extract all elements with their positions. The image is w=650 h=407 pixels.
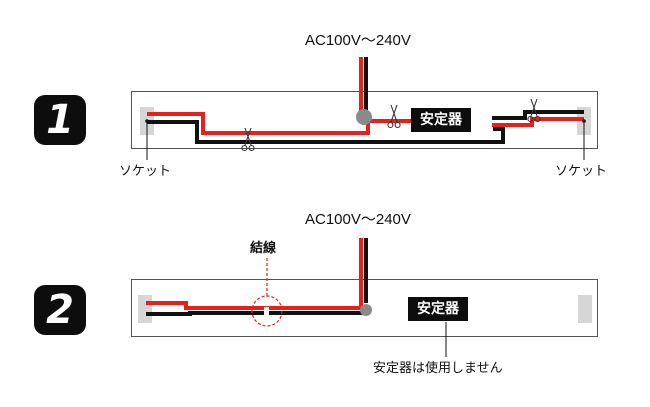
step-2-badge: 2: [34, 285, 86, 335]
ballast-box-2: 安定器: [408, 297, 468, 321]
socket-left-label: ソケット: [119, 164, 172, 179]
right-live-wire-1: [492, 117, 584, 127]
power-label-2: AC100V～240V: [305, 211, 411, 228]
left-neutral-wire-2: [146, 311, 366, 316]
scissors-icon: [387, 104, 401, 129]
ballast-note: 安定器は使用しません: [373, 361, 503, 376]
right-neutral-wire-1: [492, 110, 584, 120]
socket-right-label: ソケット: [555, 164, 608, 179]
left-neutral-wire-1: [147, 120, 505, 144]
left-live-wire-2: [146, 301, 362, 310]
ballast-box-1: 安定器: [411, 108, 471, 132]
power-label-1: AC100V～240V: [305, 32, 411, 49]
junction-2: [360, 304, 372, 316]
junction-1: [356, 109, 372, 125]
scissors-icon: [527, 98, 541, 123]
left-live-wire-1: [147, 112, 411, 135]
socket-right-2: [578, 295, 592, 323]
scissors-icon: [241, 127, 255, 152]
step-1-badge: 1: [34, 95, 86, 145]
splice-label: 結線: [250, 241, 277, 256]
